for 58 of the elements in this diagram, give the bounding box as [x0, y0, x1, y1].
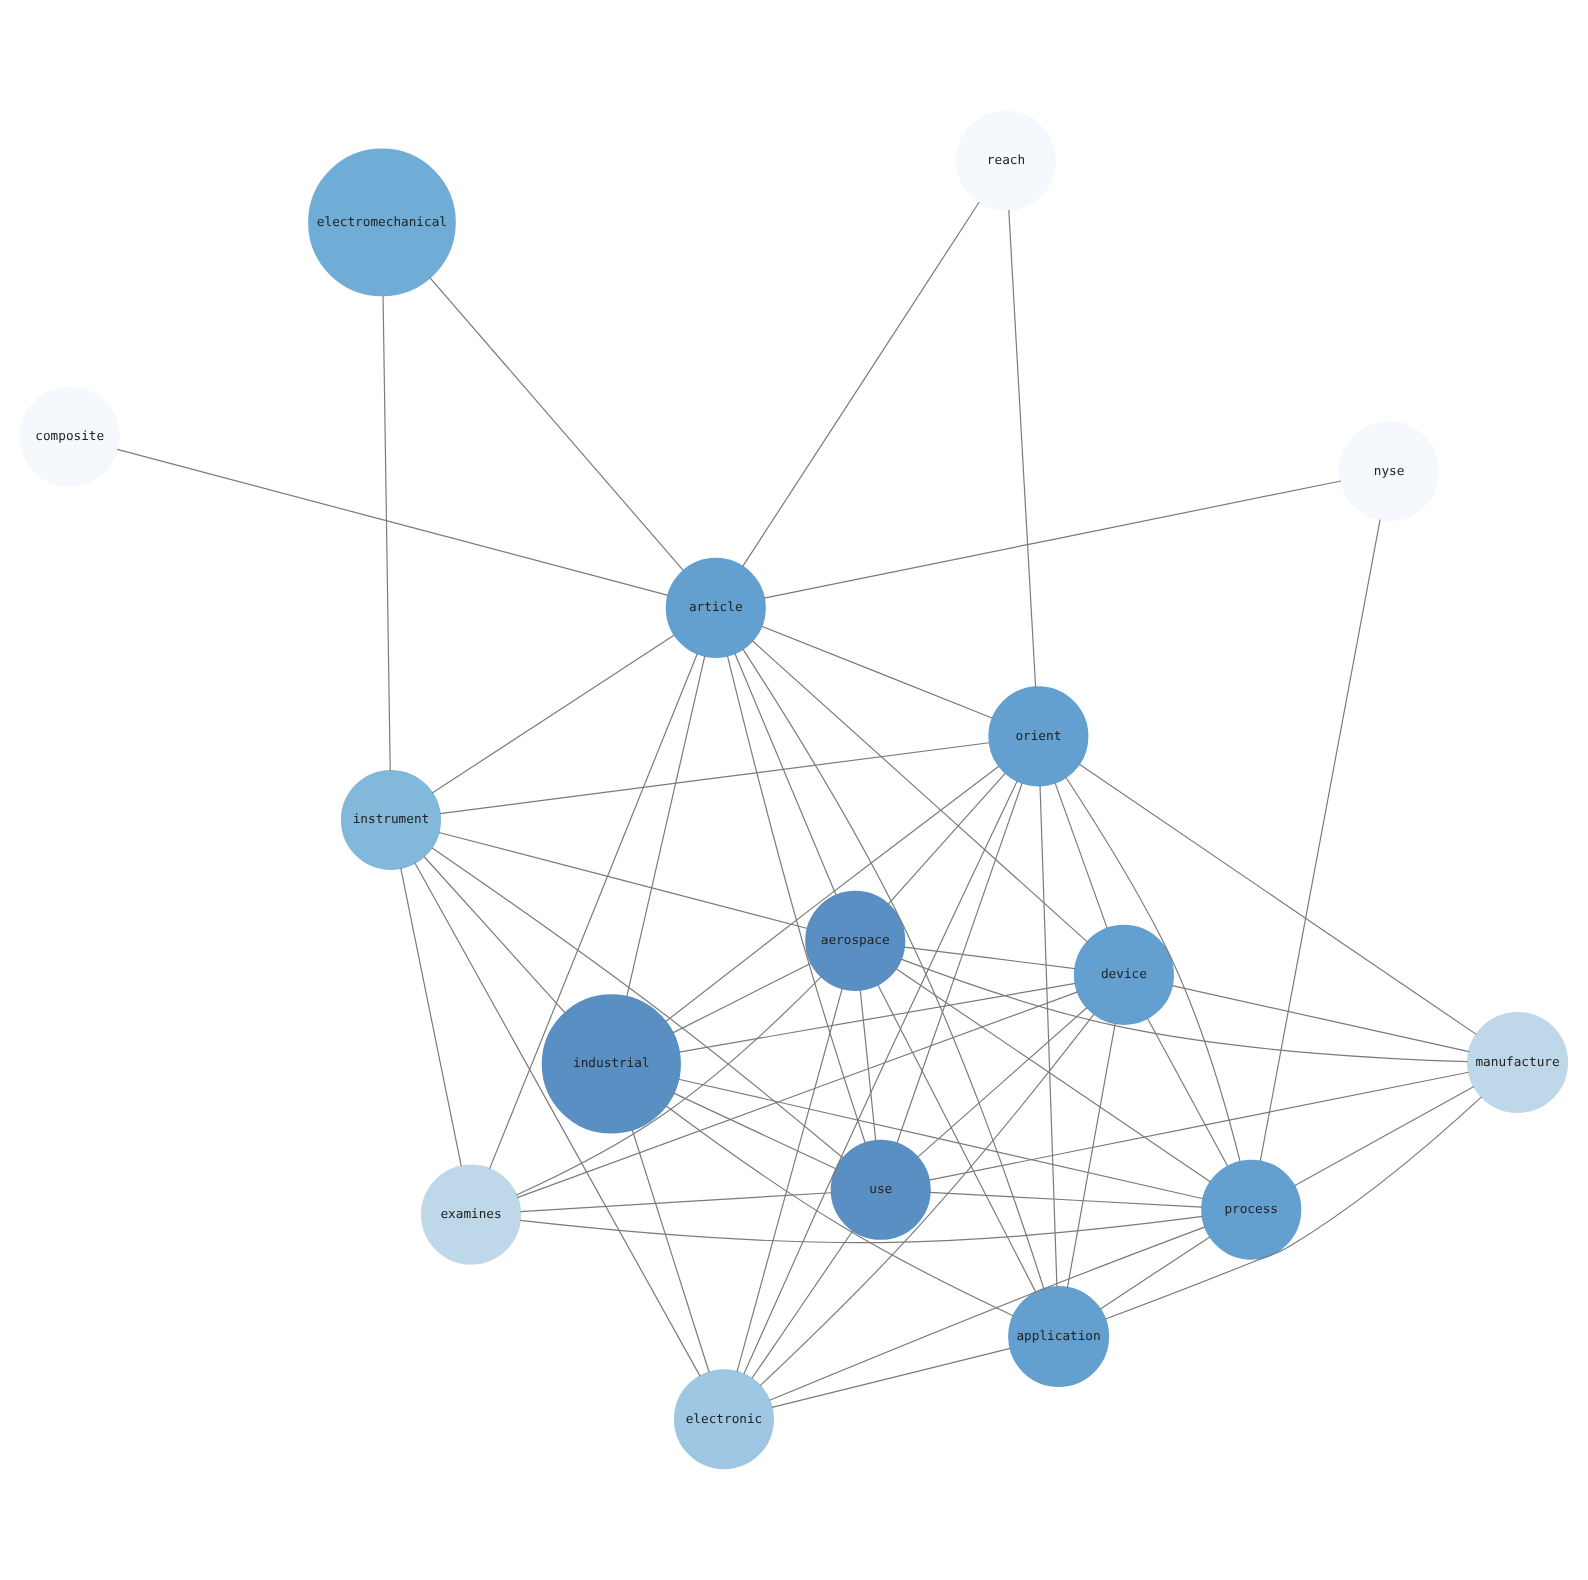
connector: [423, 856, 566, 1014]
connector: [1171, 985, 1470, 1053]
connector: [928, 1071, 1470, 1181]
connector: [1146, 1017, 1229, 1167]
connector: [877, 984, 1037, 1293]
connector: [1078, 763, 1477, 1035]
connector: [887, 772, 1006, 905]
connector: [761, 625, 994, 719]
connector: [1293, 1086, 1475, 1187]
connector: [1065, 776, 1241, 1163]
connector: [665, 1105, 1014, 1317]
connector: [1105, 1096, 1483, 1320]
connector: [626, 655, 706, 998]
connector: [903, 946, 1076, 970]
connector: [742, 201, 980, 568]
connector: [1054, 782, 1108, 929]
connector: [400, 867, 462, 1167]
connector: [1039, 785, 1058, 1288]
connector: [769, 1226, 1206, 1401]
connector: [1259, 519, 1381, 1162]
connector: [896, 782, 1023, 1144]
connector: [771, 1347, 1011, 1408]
connector: [519, 1192, 833, 1213]
connector: [726, 655, 866, 1144]
connector: [672, 962, 812, 1034]
connector: [516, 991, 1079, 1199]
connector: [673, 1092, 837, 1170]
connector: [900, 958, 1469, 1063]
connector: [414, 862, 701, 1377]
connector: [751, 1229, 854, 1380]
connector: [429, 277, 685, 572]
connector: [895, 968, 1212, 1183]
connector: [488, 652, 698, 1170]
connector: [859, 989, 877, 1142]
connector: [664, 765, 1000, 1023]
connector: [519, 1215, 1204, 1244]
connector: [1008, 209, 1037, 688]
connector: [751, 640, 1088, 943]
connector: [431, 847, 844, 1159]
connector: [382, 295, 391, 772]
connector: [678, 982, 1077, 1053]
connector: [439, 742, 990, 815]
connector: [515, 975, 822, 1196]
connector: [742, 648, 1045, 1290]
connector: [734, 652, 837, 896]
connector: [678, 1078, 1204, 1200]
connector: [736, 987, 843, 1373]
connector: [116, 448, 669, 596]
connector: [1099, 1236, 1211, 1310]
connector: [1066, 1022, 1116, 1288]
connector: [743, 780, 1018, 1375]
connector: [917, 1006, 1088, 1158]
connector: [438, 831, 809, 930]
connector: [929, 1191, 1203, 1208]
connector: [631, 1128, 710, 1373]
connector: [759, 1013, 1095, 1387]
connector: [431, 634, 675, 794]
connector: [763, 480, 1342, 599]
